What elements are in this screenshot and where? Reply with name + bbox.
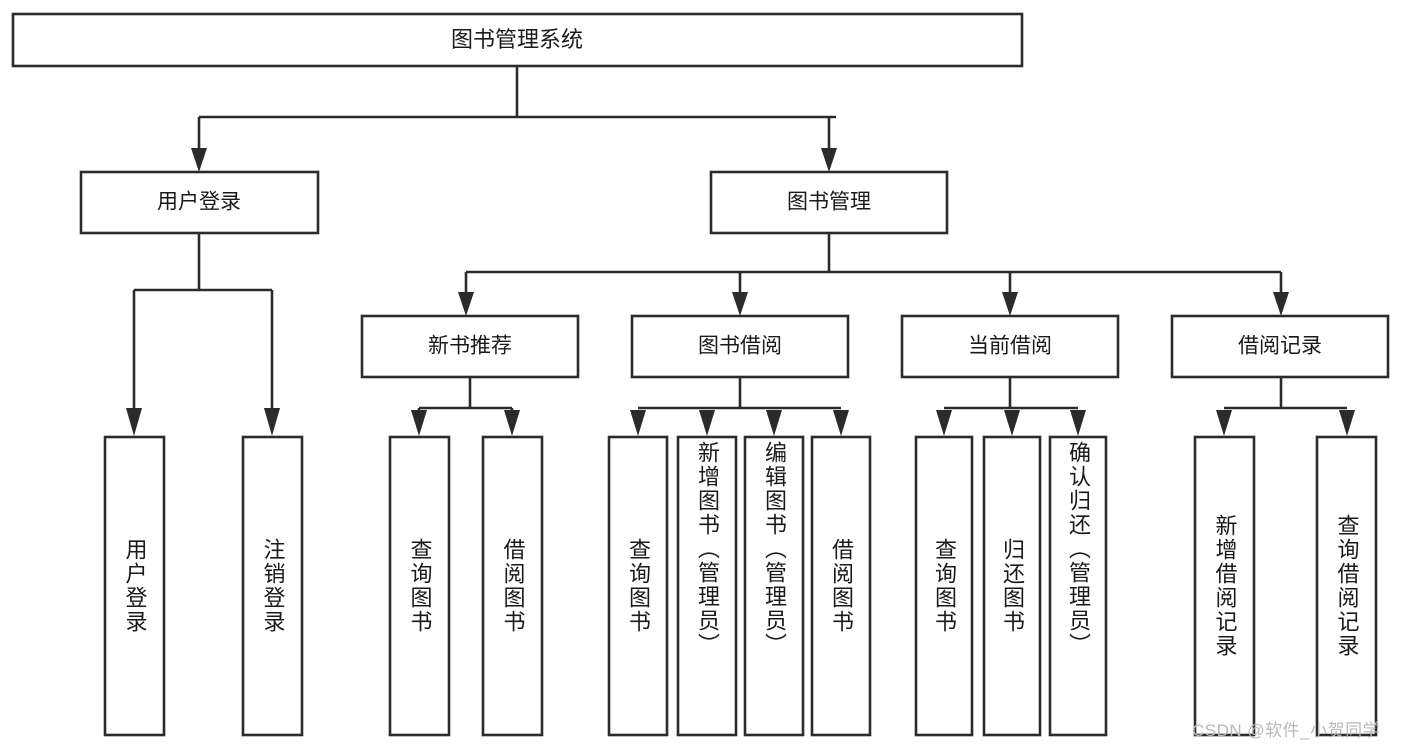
arrow-head-br-leaf-2 (1339, 410, 1355, 436)
leaf-box-current-borrow-3[interactable] (1048, 435, 1108, 737)
leaf-box-current-borrow-1[interactable] (914, 435, 974, 737)
arrow-head-nbr-leaf-1 (411, 410, 427, 436)
leaf-box-borrow-records-1[interactable] (1193, 435, 1256, 737)
arrow-head-current-borrow (1002, 292, 1018, 316)
node-book-borrow-label: 图书借阅 (698, 335, 782, 358)
node-new-book-recommend-label: 新书推荐 (428, 335, 512, 358)
connector-group-book-borrow (630, 377, 849, 436)
leaf-box-user-login-2[interactable] (241, 435, 304, 737)
connector-group-borrow-records (1216, 377, 1355, 436)
leaf-box-book-borrow-2[interactable] (676, 435, 738, 737)
arrow-head-cb-leaf-2 (1004, 410, 1020, 436)
node-root-box[interactable] (11, 12, 1024, 68)
arrow-head-cb-leaf-1 (936, 410, 952, 436)
arrow-head-bb-leaf-1 (630, 410, 646, 436)
arrow-head-book-borrow (732, 292, 748, 316)
connector-group-book-manage (458, 233, 1289, 316)
leaf-box-book-borrow-4[interactable] (810, 435, 872, 737)
arrow-head-book-manage (821, 148, 837, 172)
node-user-login-box[interactable] (79, 170, 320, 235)
arrow-head-bb-leaf-4 (833, 410, 849, 436)
arrow-head-borrow-records (1273, 292, 1289, 316)
node-root-label: 图书管理系统 (451, 27, 583, 52)
leaf-box-new-book-2[interactable] (481, 435, 544, 737)
arrow-head-br-leaf-1 (1216, 410, 1232, 436)
connector-group-new-book-recommend (411, 377, 520, 436)
connector-group-user-login (126, 233, 280, 436)
connector-group-root (191, 66, 837, 172)
leaf-box-borrow-records-2[interactable] (1315, 435, 1378, 737)
leaf-box-book-borrow-1[interactable] (607, 435, 669, 737)
node-borrow-records-box[interactable] (1170, 314, 1390, 379)
node-current-borrow-label: 当前借阅 (968, 335, 1052, 358)
node-user-login-label: 用户登录 (157, 191, 241, 214)
arrow-head-user-login (191, 148, 207, 172)
node-borrow-records-label: 借阅记录 (1238, 335, 1322, 358)
leaf-box-user-login-1[interactable] (103, 435, 166, 737)
arrow-head-leaf-user-login-2 (264, 408, 280, 436)
leaf-box-new-book-1[interactable] (388, 435, 451, 737)
arrow-head-new-book-recommend (458, 292, 474, 316)
node-current-borrow-box[interactable] (900, 314, 1120, 379)
arrow-head-bb-leaf-3 (766, 410, 782, 436)
leaf-box-book-borrow-3[interactable] (743, 435, 805, 737)
node-book-manage-label: 图书管理 (787, 191, 871, 214)
node-new-book-recommend-box[interactable] (360, 314, 580, 379)
node-book-manage-box[interactable] (709, 170, 949, 235)
arrow-head-leaf-user-login-1 (126, 408, 142, 436)
arrow-head-cb-leaf-3 (1070, 410, 1086, 436)
arrow-head-nbr-leaf-2 (504, 410, 520, 436)
leaf-box-current-borrow-2[interactable] (982, 435, 1042, 737)
watermark-text: CSDN @软件_小贺同学 (1192, 721, 1381, 740)
node-book-borrow-box[interactable] (630, 314, 850, 379)
arrow-head-bb-leaf-2 (699, 410, 715, 436)
connector-group-current-borrow (936, 377, 1086, 436)
